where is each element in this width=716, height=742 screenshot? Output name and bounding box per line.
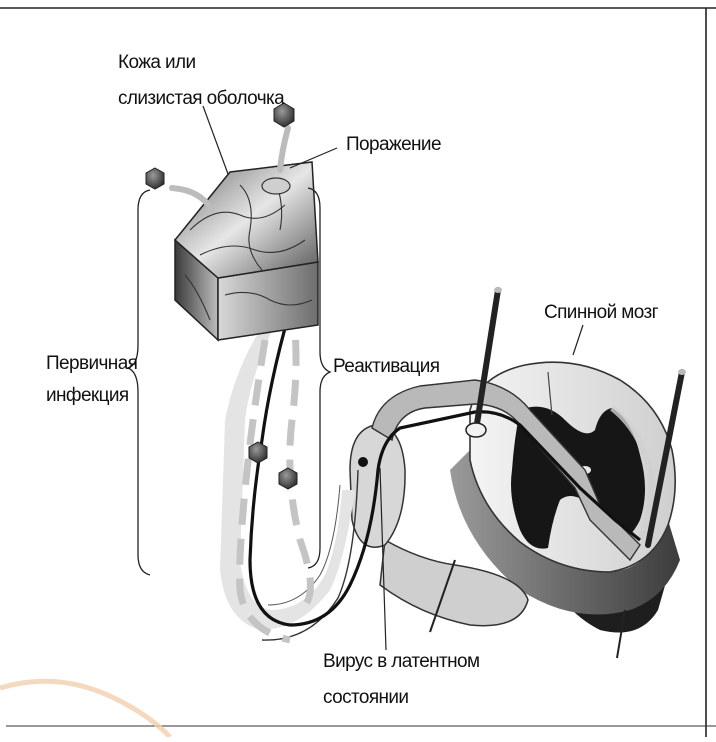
skin-cube: [175, 162, 318, 340]
latent-virus-label-line2: состоянии: [323, 687, 408, 708]
primary-infection-label-line2: инфекция: [46, 385, 129, 406]
lesion-spot: [262, 178, 290, 194]
virus-particle-icon: [146, 168, 164, 189]
latent-virus-label-line1: Вирус в латентном: [323, 651, 480, 672]
skin-label-line2: слизистая оболочка: [118, 88, 285, 109]
skin-label-line1: Кожа или: [118, 52, 196, 73]
watermark-arc: [0, 681, 170, 737]
virus-particle-icon: [279, 468, 297, 489]
primary-infection-label-line1: Первичная: [46, 353, 137, 374]
spinal-cord-label: Спинной мозг: [544, 302, 659, 323]
neuron-cell-body: [358, 457, 368, 467]
primary-infection-brace: [128, 190, 150, 575]
lesion-label: Поражение: [346, 134, 441, 155]
reactivation-path: [290, 300, 311, 605]
reactivation-label: Реактивация: [333, 356, 439, 377]
virus-particle-icon: [249, 442, 267, 463]
